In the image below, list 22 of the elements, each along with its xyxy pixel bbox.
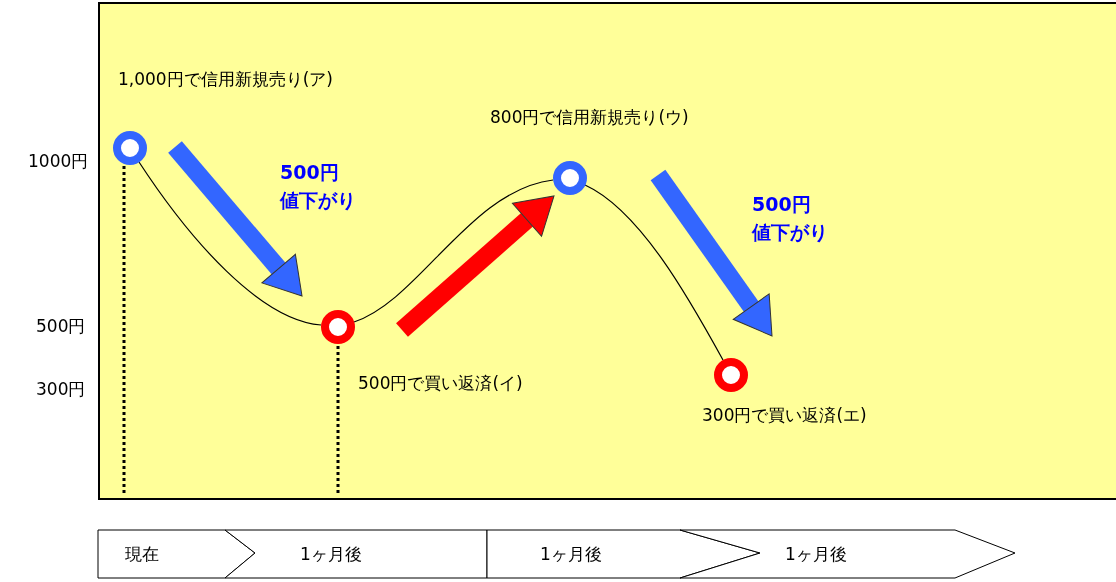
axis-label: 500円 (36, 315, 86, 338)
curve-line (584, 184, 724, 361)
ring-marker (552, 160, 588, 196)
point-label: 300円で買い返済(エ) (702, 404, 867, 427)
step-text: 1ヶ月後 (540, 543, 602, 566)
axis-label: 300円 (36, 378, 86, 401)
ring-marker (320, 309, 356, 345)
timeline-step (680, 530, 1015, 578)
ring-marker (112, 130, 148, 166)
step-text: 1ヶ月後 (785, 543, 847, 566)
point-label: 500円で買い返済(イ) (358, 372, 523, 395)
thick-arrow (650, 169, 773, 337)
thick-arrow (396, 195, 555, 337)
curve-line (353, 179, 554, 323)
step-text: 1ヶ月後 (300, 543, 362, 566)
curve-line (138, 161, 322, 326)
thick-arrow (168, 141, 303, 297)
ring-marker (713, 357, 749, 393)
axis-label: 1000円 (28, 150, 89, 173)
point-label: 800円で信用新規売り(ウ) (490, 106, 689, 129)
point-label: 1,000円で信用新規売り(ア) (118, 68, 333, 91)
timeline-step (225, 530, 487, 578)
